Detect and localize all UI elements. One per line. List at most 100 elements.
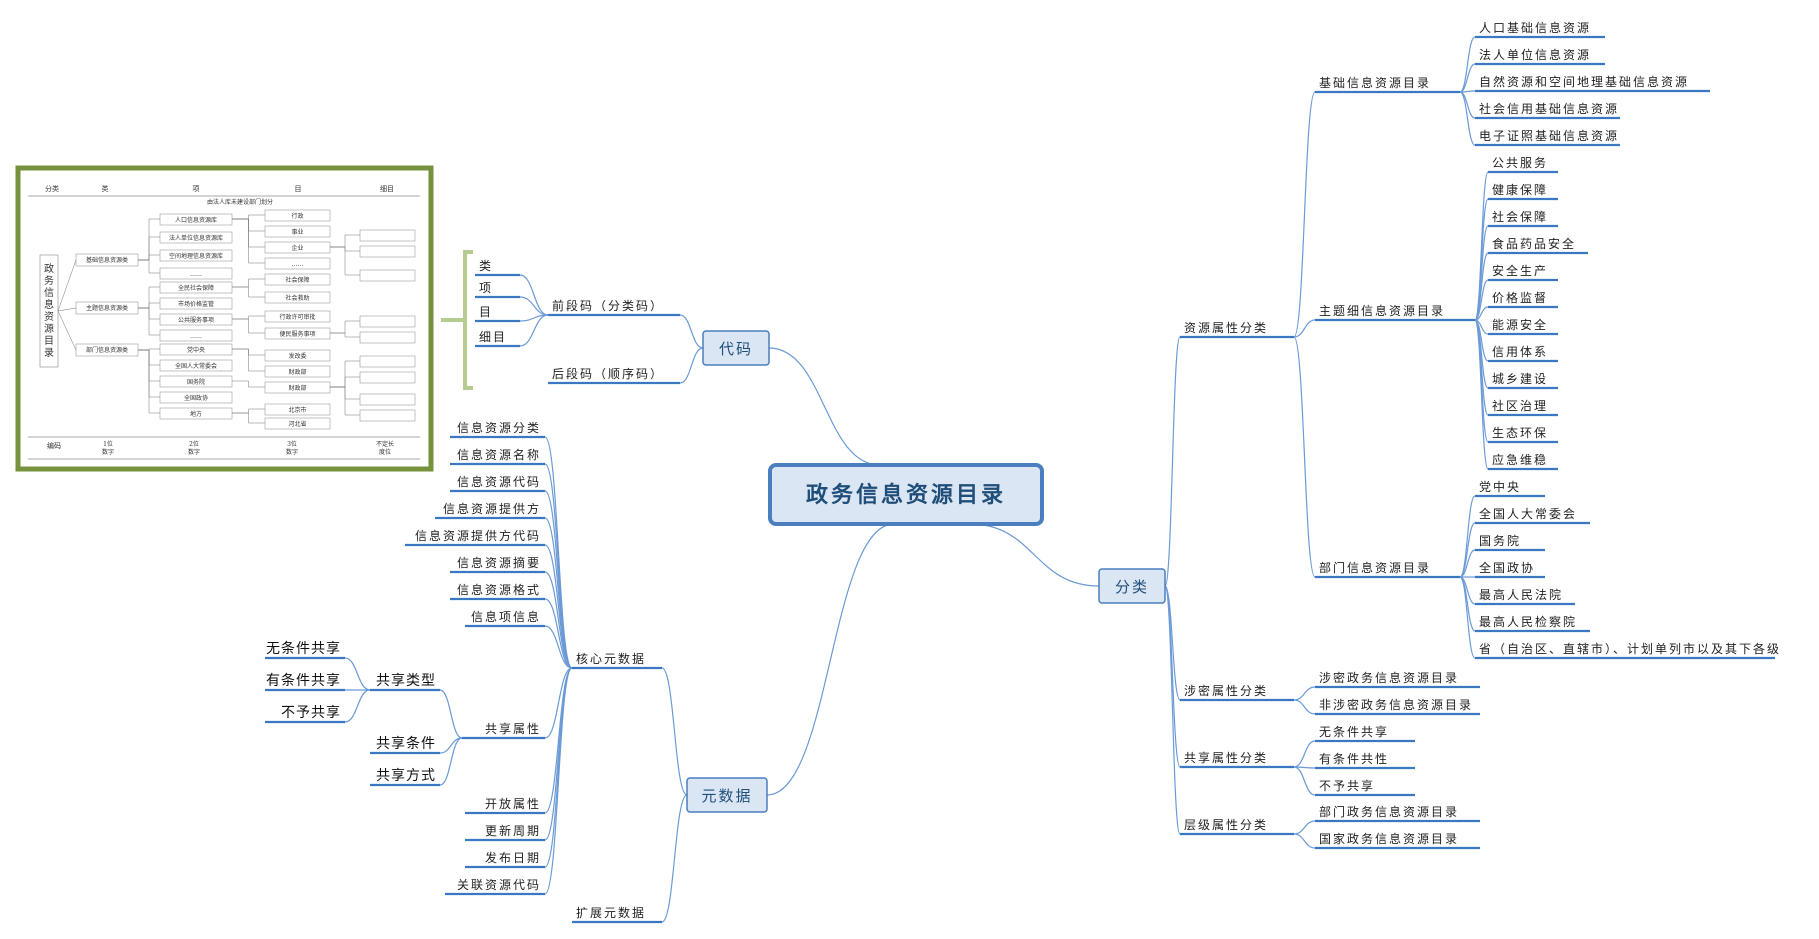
classify-theme-item[interactable]: 城乡建设: [1492, 372, 1548, 386]
meta-share[interactable]: 共享属性: [485, 721, 541, 736]
classify-dept-item[interactable]: 最高人民法院: [1479, 587, 1563, 602]
root-node[interactable]: 政务信息资源目录: [768, 463, 1044, 526]
node-classify[interactable]: 分类: [1098, 568, 1166, 604]
inset-item: ……: [190, 271, 202, 278]
inset-item: 公共服务事项: [178, 316, 214, 324]
inset-item: ……: [190, 333, 202, 340]
inset-code-2: 2位数字: [188, 440, 200, 456]
inset-cat-theme: 主题信息资源类: [86, 304, 128, 312]
connector-lines: [344, 36, 1489, 923]
classify-basic-item[interactable]: 人口基础信息资源: [1479, 20, 1591, 35]
inset-mu-item: ……: [292, 261, 304, 268]
inset-item: 全国人大常委会: [175, 362, 217, 370]
classify-theme-item[interactable]: 社会保障: [1492, 209, 1548, 224]
classify-theme-item[interactable]: 食品药品安全: [1492, 236, 1576, 251]
classify-dept-item[interactable]: 全国政协: [1479, 560, 1535, 575]
code-level[interactable]: 细目: [479, 330, 507, 344]
code-back[interactable]: 后段码（顺序码）: [552, 366, 664, 381]
inset-header-xiang: 项: [193, 185, 200, 193]
classify-theme-item[interactable]: 应急维稳: [1492, 452, 1548, 467]
meta-share-cond[interactable]: 共享条件: [376, 735, 436, 752]
inset-cat-dept: 部门信息资源类: [86, 346, 128, 354]
classify-basic-item[interactable]: 自然资源和空间地理基础信息资源: [1479, 74, 1689, 89]
classify-basic-item[interactable]: 电子证照基础信息资源: [1479, 128, 1619, 143]
classify-theme-item[interactable]: 社区治理: [1492, 398, 1548, 413]
inset-mu-item: 行政许可审批: [279, 313, 315, 321]
inset-item: 法人单位信息资源库: [169, 234, 223, 242]
inset-item: 国务院: [187, 378, 205, 386]
code-level[interactable]: 类: [479, 259, 493, 273]
code-level[interactable]: 项: [479, 281, 493, 295]
inset-item: 全民社会保障: [178, 284, 214, 292]
inset-mu-item: 发改委: [288, 352, 306, 360]
meta-core-item[interactable]: 信息资源名称: [457, 447, 541, 462]
inset-mu-item: 北京市: [288, 406, 306, 414]
classify-dept-item[interactable]: 全国人大常委会: [1479, 506, 1577, 521]
meta-share-type-item[interactable]: 有条件共享: [266, 672, 341, 689]
meta-other-item[interactable]: 开放属性: [485, 796, 541, 811]
meta-core-item[interactable]: 信息资源格式: [457, 582, 541, 597]
classify-basic-item[interactable]: 社会信用基础信息资源: [1479, 101, 1619, 116]
classify-dept[interactable]: 部门信息资源目录: [1319, 560, 1431, 575]
classify-share[interactable]: 共享属性分类: [1184, 750, 1268, 765]
classify-theme-item[interactable]: 健康保障: [1492, 182, 1548, 197]
classify-resource[interactable]: 资源属性分类: [1184, 321, 1268, 335]
classify-dept-item[interactable]: 省（自治区、直辖市）、计划单列市以及其下各级: [1479, 641, 1781, 656]
meta-share-type[interactable]: 共享类型: [376, 672, 436, 689]
classify-dept-item[interactable]: 国务院: [1479, 533, 1521, 548]
classify-theme-item[interactable]: 信用体系: [1492, 345, 1548, 359]
classify-theme-item[interactable]: 能源安全: [1492, 317, 1548, 332]
classify-dept-item[interactable]: 党中央: [1479, 479, 1521, 494]
classify-level[interactable]: 层级属性分类: [1184, 818, 1268, 832]
meta-core[interactable]: 核心元数据: [576, 651, 646, 666]
meta-core-item[interactable]: 信息资源提供方: [443, 501, 541, 516]
classify-item[interactable]: 无条件共享: [1319, 724, 1389, 739]
node-meta[interactable]: 元数据: [686, 777, 768, 813]
classify-item[interactable]: 有条件共性: [1319, 752, 1389, 766]
classify-item[interactable]: 涉密政务信息资源目录: [1319, 670, 1459, 685]
label-underlines: [265, 35, 1775, 924]
classify-theme-item[interactable]: 安全生产: [1492, 263, 1548, 278]
inset-item-boxes: 人口信息资源库法人单位信息资源库空间地理信息资源库……全民社会保障市场价格监管公…: [159, 209, 416, 430]
inset-item: 地方: [190, 410, 202, 418]
inset-caption: 由法人库未建设部门划分: [207, 198, 273, 206]
inset-mu-item: 社会保障: [285, 276, 309, 284]
classify-theme-item[interactable]: 价格监督: [1492, 290, 1548, 305]
meta-other-item[interactable]: 关联资源代码: [457, 878, 541, 892]
classify-theme[interactable]: 主题细信息资源目录: [1319, 303, 1445, 318]
meta-share-type-item[interactable]: 无条件共享: [266, 640, 341, 657]
meta-core-item[interactable]: 信息资源提供方代码: [415, 528, 541, 543]
node-code[interactable]: 代码: [702, 330, 770, 366]
inset-code-4: 不定长度位: [376, 440, 394, 456]
code-level[interactable]: 目: [479, 305, 493, 319]
classify-item[interactable]: 不予共享: [1319, 778, 1375, 793]
classify-theme-item[interactable]: 生态环保: [1492, 426, 1548, 440]
classify-item[interactable]: 国家政务信息资源目录: [1319, 831, 1459, 846]
classify-item[interactable]: 部门政务信息资源目录: [1319, 804, 1459, 819]
inset-item: 市场价格监管: [178, 300, 214, 308]
node-code-label: 代码: [719, 340, 753, 358]
classify-basic[interactable]: 基础信息资源目录: [1319, 75, 1431, 90]
meta-other-item[interactable]: 发布日期: [485, 850, 541, 865]
meta-ext[interactable]: 扩展元数据: [576, 905, 646, 920]
meta-other-item[interactable]: 更新周期: [485, 823, 541, 838]
meta-core-item[interactable]: 信息项信息: [471, 609, 541, 624]
inset-code-3: 3位数字: [286, 440, 298, 456]
meta-share-way[interactable]: 共享方式: [376, 767, 436, 784]
meta-core-item[interactable]: 信息资源分类: [457, 420, 541, 435]
node-classify-label: 分类: [1115, 578, 1149, 596]
meta-core-item[interactable]: 信息资源代码: [457, 474, 541, 489]
inset-mu-item: 企业: [291, 244, 303, 252]
inset-mu-item: 河北省: [288, 420, 306, 428]
classify-secret[interactable]: 涉密属性分类: [1184, 683, 1268, 698]
meta-share-type-item[interactable]: 不予共享: [281, 704, 341, 721]
classify-basic-item[interactable]: 法人单位信息资源: [1479, 47, 1591, 62]
inset-item: 空间地理信息资源库: [169, 252, 223, 260]
classify-theme-item[interactable]: 公共服务: [1492, 155, 1548, 170]
classify-item[interactable]: 非涉密政务信息资源目录: [1319, 697, 1473, 712]
meta-core-item[interactable]: 信息资源摘要: [457, 555, 541, 570]
code-front[interactable]: 前段码（分类码）: [552, 298, 664, 313]
classify-dept-item[interactable]: 最高人民检察院: [1479, 614, 1577, 629]
inset-header-ximu: 细目: [380, 184, 394, 193]
